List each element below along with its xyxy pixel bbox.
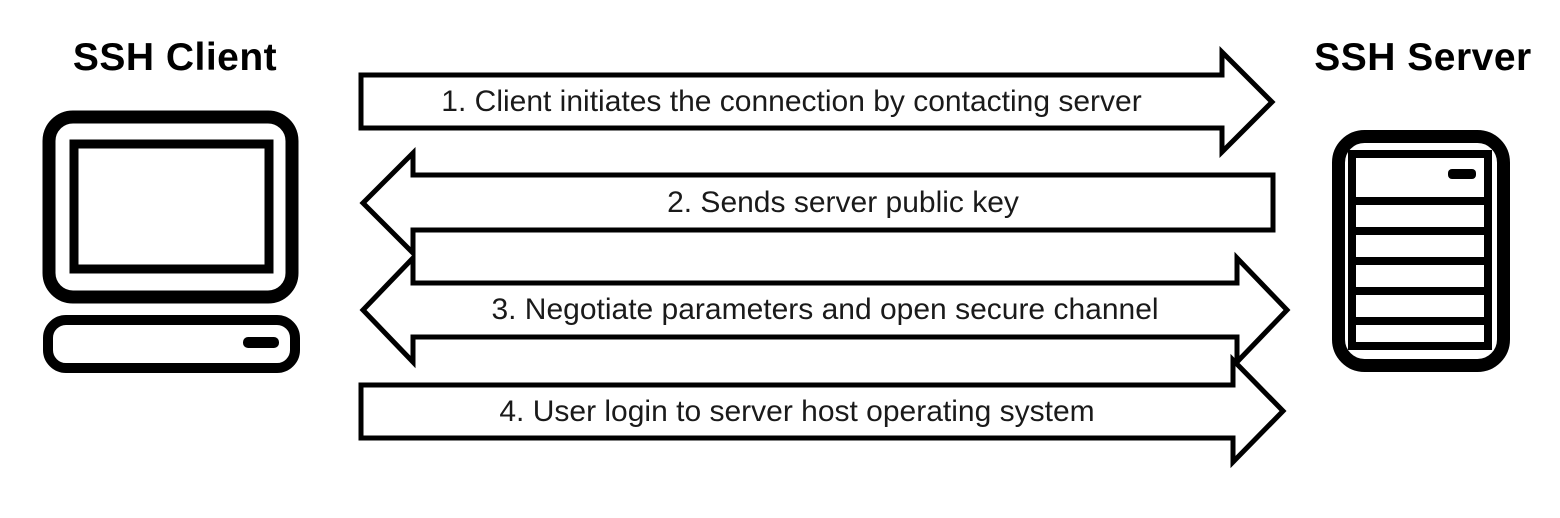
arrow-step-1-right — [358, 45, 1276, 159]
server-rack-divider — [1348, 257, 1492, 265]
server-rack-divider — [1348, 287, 1492, 295]
arrow-step-2-label: 2. Sends server public key — [667, 185, 1019, 219]
server-drive-slot — [1448, 169, 1476, 179]
server-rack-divider — [1348, 227, 1492, 235]
monitor-screen — [69, 139, 274, 274]
arrow-step-4-right — [358, 353, 1287, 469]
client-title: SSH Client — [72, 36, 278, 79]
arrow-step-3-bidirectional — [359, 251, 1291, 369]
arrow-step-4-label: 4. User login to server host operating s… — [499, 394, 1095, 428]
server-rack-divider — [1348, 197, 1492, 205]
client-computer-icon — [42, 110, 300, 373]
computer-base — [43, 315, 300, 373]
computer-base-slot — [243, 337, 279, 348]
server-rack-divider — [1348, 317, 1492, 325]
server-title: SSH Server — [1314, 36, 1532, 79]
server-icon — [1332, 130, 1510, 372]
server-rack-frame — [1348, 150, 1492, 350]
arrow-step-2-left — [359, 146, 1276, 260]
arrow-step-1-label: 1. Client initiates the connection by co… — [441, 84, 1142, 118]
arrow-step-3-label: 3. Negotiate parameters and open secure … — [491, 293, 1159, 326]
